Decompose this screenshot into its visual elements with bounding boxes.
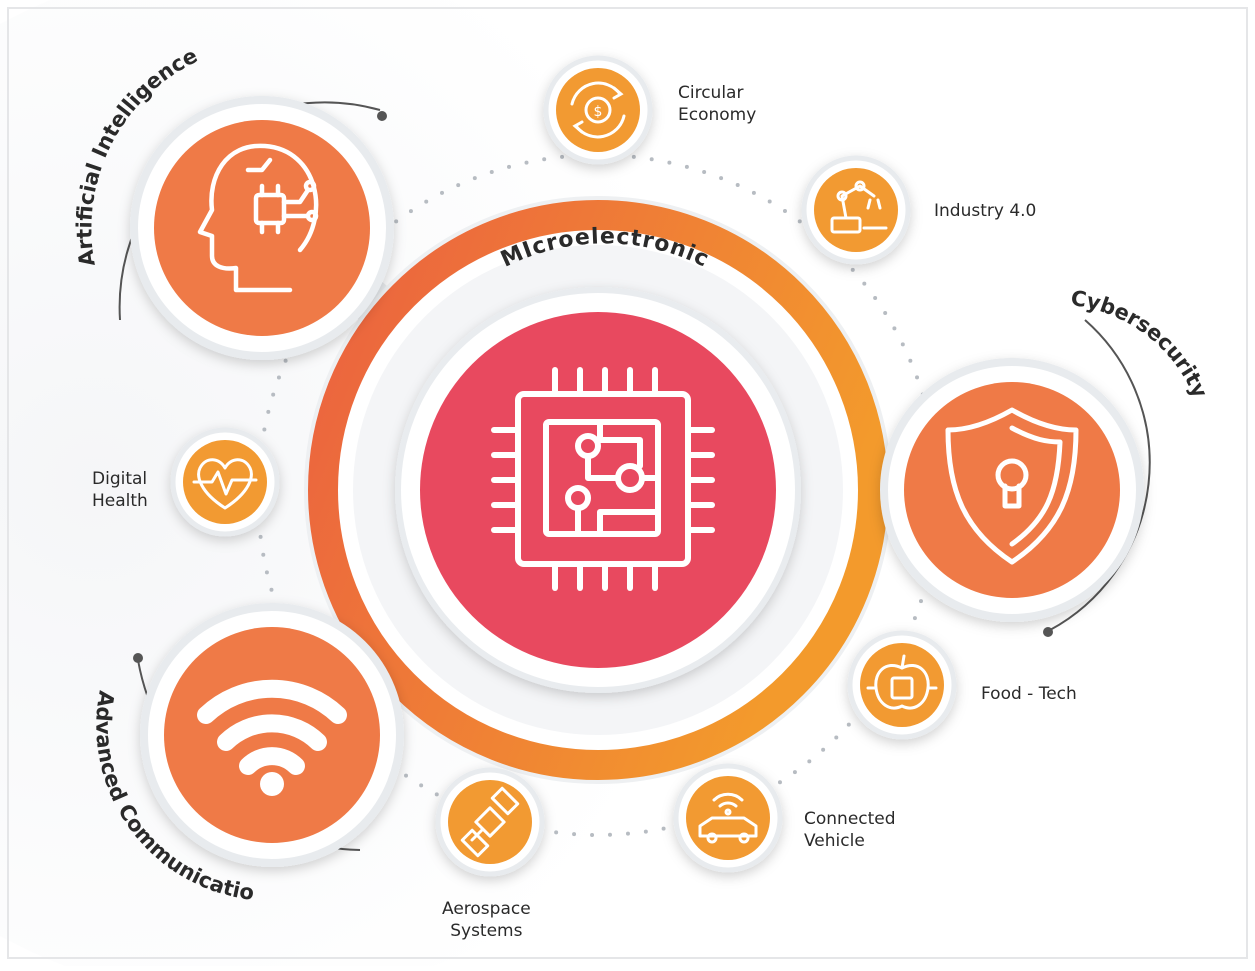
chip-icon (491, 367, 715, 591)
connected-car-icon (698, 792, 758, 844)
industry-label: Industry 4.0 (934, 201, 1037, 221)
ai-head-icon (197, 143, 319, 293)
circular-label: Circular Economy (678, 83, 757, 125)
health-node (170, 427, 280, 537)
health-label: Digital Health (92, 469, 148, 511)
food-node (847, 630, 957, 740)
apple-chip-icon (866, 654, 938, 710)
aero-label: Aerospace Systems (442, 899, 531, 941)
heart-pulse-icon (192, 458, 258, 510)
svg-text:$: $ (594, 104, 603, 120)
shield-lock-icon (945, 407, 1079, 565)
aero-node (435, 767, 545, 877)
circular-node (543, 55, 653, 165)
circular-economy-icon: $ (570, 81, 626, 139)
vehicle-label: Connected Vehicle (804, 809, 896, 851)
comms-node (140, 603, 404, 867)
food-label: Food - Tech (981, 684, 1077, 704)
cyber-arc (1049, 319, 1151, 631)
wifi-icon (197, 679, 347, 775)
satellite-icon (460, 786, 520, 858)
center-node (395, 287, 801, 693)
industry-node (801, 155, 911, 265)
robot-arm-icon (830, 180, 888, 234)
